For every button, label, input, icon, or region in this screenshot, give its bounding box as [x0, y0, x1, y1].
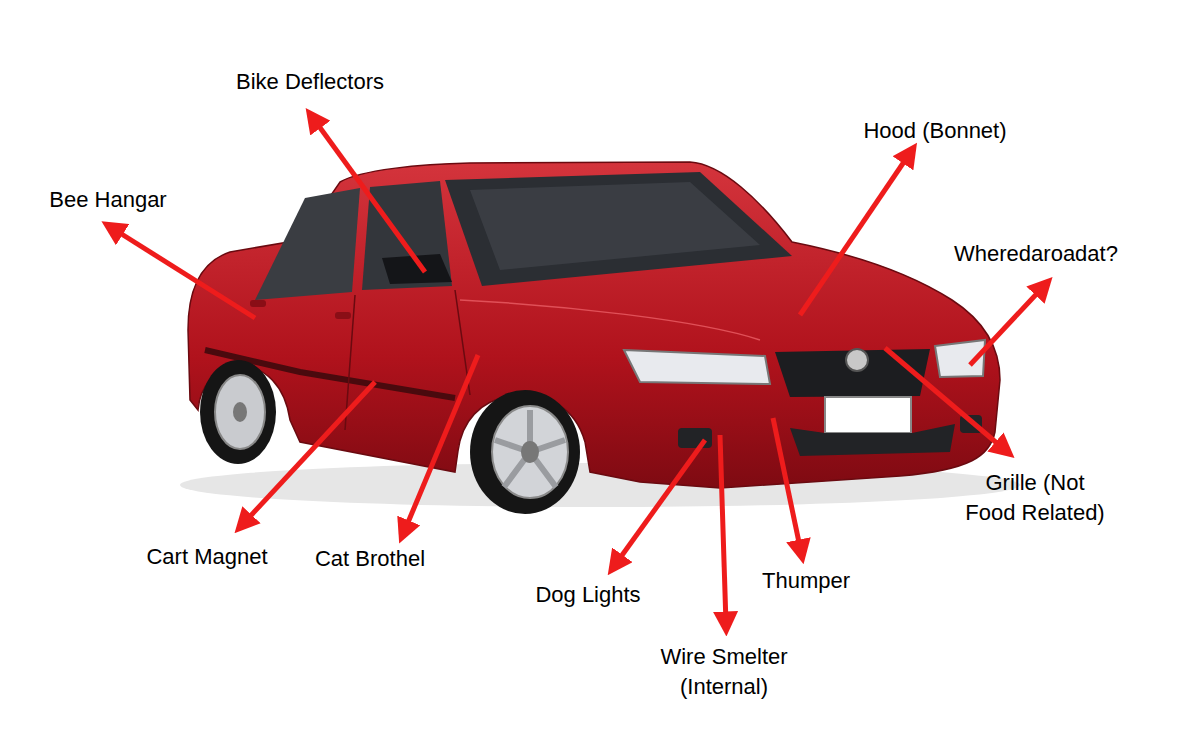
part-label: Thumper: [762, 566, 850, 596]
part-label: Bike Deflectors: [236, 67, 384, 97]
part-label: Hood (Bonnet): [863, 116, 1006, 146]
part-label: Dog Lights: [535, 580, 640, 610]
part-label: Bee Hangar: [49, 185, 166, 215]
part-label: Cat Brothel: [315, 544, 425, 574]
part-label: Grille (Not Food Related): [928, 468, 1143, 528]
part-label: Cart Magnet: [146, 542, 267, 572]
part-label: Wire Smelter (Internal): [649, 642, 799, 702]
part-label: Wheredaroadat?: [954, 239, 1118, 269]
